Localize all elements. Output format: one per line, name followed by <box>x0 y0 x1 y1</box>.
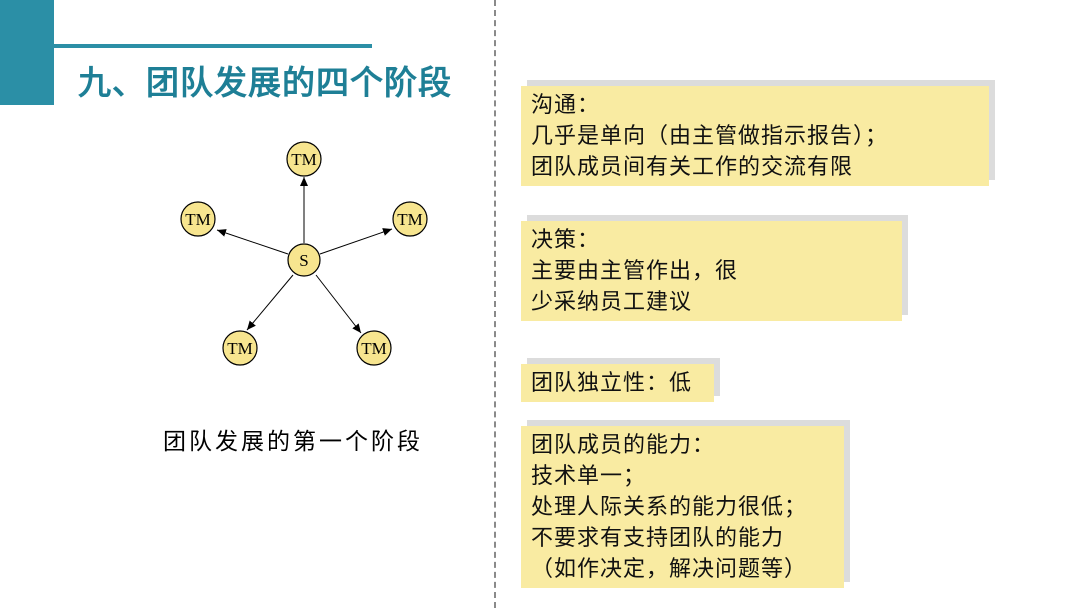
box-line: 团队成员间有关工作的交流有限 <box>531 155 854 180</box>
slide-title: 九、团队发展的四个阶段 <box>78 63 452 102</box>
arrow-right <box>319 228 393 255</box>
decision-box: 决策： 主要由主管作出，很 少采纳员工建议 <box>521 221 902 321</box>
box-line: 团队独立性：低 <box>531 371 693 396</box>
node-right <box>392 201 428 237</box>
box-line: 沟通： <box>531 93 601 118</box>
box-line: （如作决定，解决问题等） <box>531 557 808 582</box>
node-bottom-right <box>356 330 392 366</box>
node-top <box>286 141 322 177</box>
arrow-left <box>216 229 289 255</box>
box-line: 决策： <box>531 228 601 253</box>
node-center <box>287 243 321 277</box>
node-top-label: TM <box>291 150 317 169</box>
accent-block <box>0 0 54 105</box>
center-divider <box>494 0 496 608</box>
star-diagram: S TM TM TM TM TM <box>180 141 428 366</box>
box-line: 团队成员的能力： <box>531 433 716 458</box>
node-bottom-left-label: TM <box>227 339 253 358</box>
node-bottom-left <box>222 330 258 366</box>
box-line: 技术单一； <box>531 464 647 489</box>
box-line: 少采纳员工建议 <box>531 290 693 315</box>
box-line: 不要求有支持团队的能力 <box>531 526 785 551</box>
independence-box: 团队独立性：低 <box>521 364 714 402</box>
box-line: 主要由主管作出，很 <box>531 259 739 284</box>
box-line: 处理人际关系的能力很低； <box>531 495 808 520</box>
node-right-label: TM <box>397 210 423 229</box>
arrow-bottom-right <box>315 274 362 334</box>
node-left <box>180 201 216 237</box>
arrow-bottom-left <box>246 274 294 331</box>
title-rule <box>54 44 372 48</box>
box-line: 几乎是单向（由主管做指示报告）； <box>531 124 889 149</box>
node-center-label: S <box>299 251 308 270</box>
communication-box: 沟通： 几乎是单向（由主管做指示报告）； 团队成员间有关工作的交流有限 <box>521 86 989 186</box>
member-ability-box: 团队成员的能力： 技术单一； 处理人际关系的能力很低； 不要求有支持团队的能力 … <box>521 426 844 588</box>
diagram-caption: 团队发展的第一个阶段 <box>163 429 423 455</box>
node-left-label: TM <box>185 210 211 229</box>
node-bottom-right-label: TM <box>361 339 387 358</box>
